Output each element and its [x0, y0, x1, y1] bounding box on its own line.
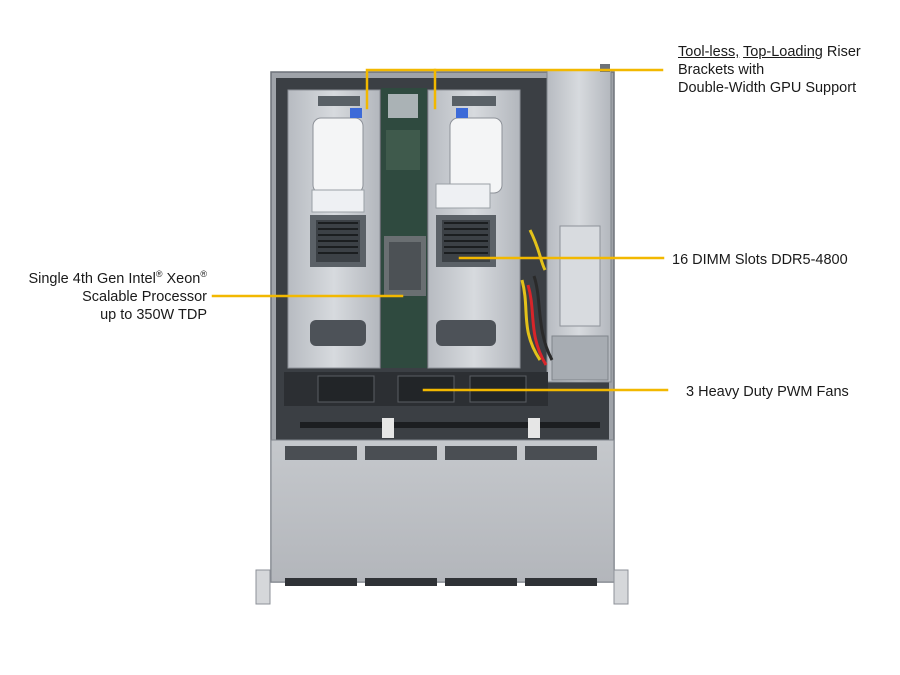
- power-supply: [546, 64, 612, 383]
- callout-processor: Single 4th Gen Intel® Xeon® Scalable Pro…: [10, 270, 207, 324]
- cpu-sup1: ®: [155, 269, 163, 280]
- cpu-line1-a: Single 4th Gen Intel: [28, 271, 156, 287]
- callout-fans: 3 Heavy Duty PWM Fans: [686, 383, 849, 401]
- power-cables: [520, 229, 554, 366]
- riser-line1-c: Riser: [826, 44, 861, 60]
- callout-dimm-slots: 16 DIMM Slots DDR5-4800: [672, 251, 848, 269]
- dimm-text: 16 DIMM Slots DDR5-4800: [672, 252, 848, 268]
- front-bay: [255, 439, 629, 605]
- cpu-sup2: ®: [200, 269, 207, 280]
- riser-line1-a: Tool-less,: [678, 44, 740, 60]
- cpu-line3: up to 350W TDP: [100, 307, 207, 323]
- dimm-slots: [318, 222, 488, 254]
- backplane-cables: [282, 406, 608, 442]
- fans-text: 3 Heavy Duty PWM Fans: [686, 384, 849, 400]
- callout-riser-brackets: Tool-less, Top-Loading Riser Brackets wi…: [678, 43, 861, 97]
- cpu-line2: Scalable Processor: [82, 289, 207, 305]
- riser-line1-b: Top-Loading: [743, 44, 823, 60]
- leader-riser: [365, 68, 664, 110]
- cpu-line1-b: Xeon: [162, 271, 201, 287]
- riser-line2: Brackets with: [678, 62, 765, 78]
- leader-lines: [211, 68, 669, 392]
- motherboard: [381, 88, 427, 368]
- riser-line3: Double-Width GPU Support: [678, 80, 857, 96]
